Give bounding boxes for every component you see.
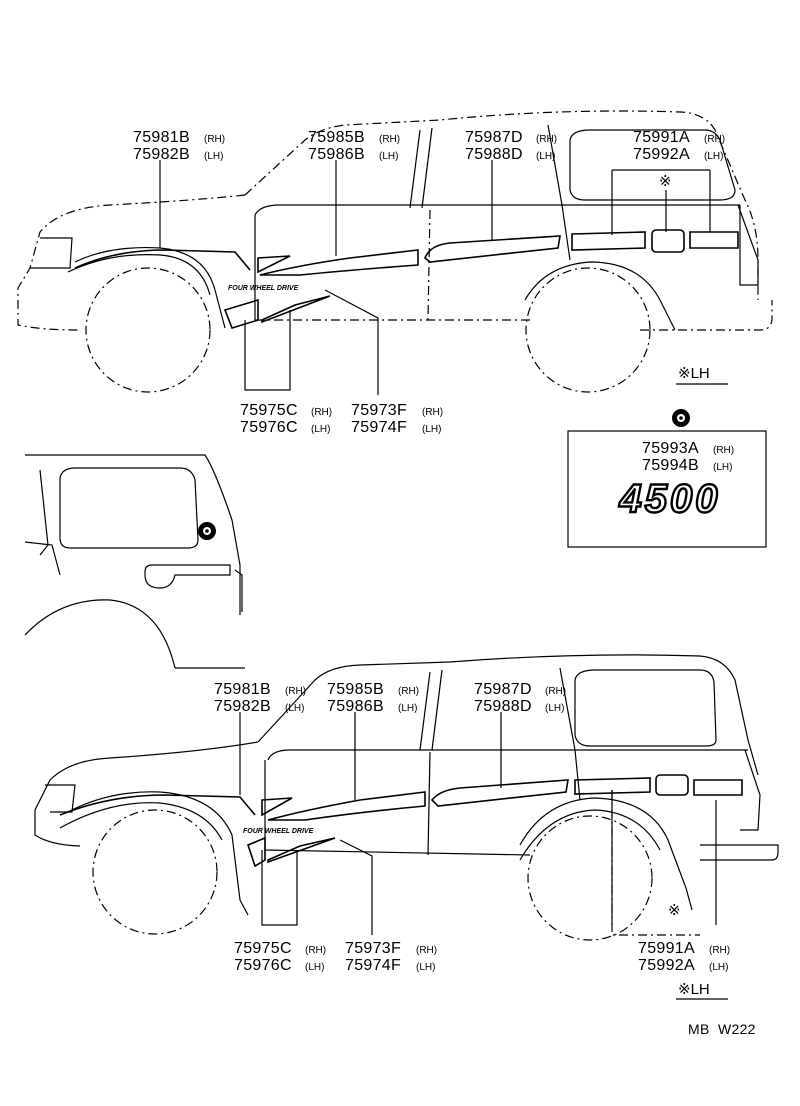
- callout-part-rh: 75973F: [345, 940, 401, 957]
- callout-part-lh: 75992A: [638, 957, 695, 974]
- emblem-box: [567, 430, 767, 548]
- callout-part-lh: 75982B: [214, 698, 271, 715]
- emblem-part-lh: 75994B: [642, 457, 699, 474]
- bottom-callouts: 75981B (RH) 75982B (LH) 75985B (RH) 7598…: [214, 681, 730, 974]
- callout-side-rh: (RH): [379, 134, 400, 145]
- callout-side-rh: (RH): [422, 407, 443, 418]
- callout-part-rh: 75975C: [240, 402, 298, 419]
- emblem-side-lh: (LH): [713, 462, 732, 473]
- rear-quarter-outline: [24, 454, 245, 669]
- top-stripes: [74, 229, 739, 329]
- callout-side-rh: (RH): [709, 945, 730, 956]
- callout-part-rh: 75991A: [633, 129, 690, 146]
- callout-part-rh: 75975C: [234, 940, 292, 957]
- emblem-part-rh: 75993A: [642, 440, 699, 457]
- callout-part-rh: 75981B: [133, 129, 190, 146]
- top-lh-marker-icon: ※: [659, 173, 672, 190]
- top-decal-text: FOUR WHEEL DRIVE: [228, 285, 299, 292]
- callout-part-rh: 75985B: [308, 129, 365, 146]
- emblem-4500-text: 4500: [619, 477, 721, 521]
- emblem-side-rh: (RH): [713, 445, 734, 456]
- top-leader-lines: [159, 160, 711, 395]
- callout-side-lh: (LH): [416, 962, 435, 973]
- callout-side-lh: (LH): [305, 962, 324, 973]
- callout-part-lh: 75976C: [240, 419, 298, 436]
- bottom-leader-lines: [239, 712, 717, 935]
- callout-part-lh: 75986B: [308, 146, 365, 163]
- callout-side-rh: (RH): [311, 407, 332, 418]
- callout-part-lh: 75988D: [465, 146, 523, 163]
- callout-side-lh: (LH): [536, 151, 555, 162]
- target-marker-icon: [672, 409, 690, 427]
- callout-side-rh: (RH): [204, 134, 225, 145]
- callout-side-lh: (LH): [398, 703, 417, 714]
- bottom-stripes: [59, 774, 743, 868]
- callout-part-lh: 75976C: [234, 957, 292, 974]
- callout-side-rh: (RH): [416, 945, 437, 956]
- callout-side-lh: (LH): [709, 962, 728, 973]
- callout-side-lh: (LH): [545, 703, 564, 714]
- callout-side-rh: (RH): [285, 686, 306, 697]
- bottom-lh-marker-icon: ※: [668, 902, 681, 919]
- callout-part-lh: 75974F: [345, 957, 401, 974]
- callout-side-lh: (LH): [379, 151, 398, 162]
- callout-part-rh: 75987D: [474, 681, 532, 698]
- callout-part-rh: 75991A: [638, 940, 695, 957]
- footer-code: MB W222: [688, 1021, 756, 1037]
- callout-part-rh: 75985B: [327, 681, 384, 698]
- callout-side-lh: (LH): [704, 151, 723, 162]
- callout-part-lh: 75982B: [133, 146, 190, 163]
- callout-part-lh: 75974F: [351, 419, 407, 436]
- top-lh-note: ※LH: [678, 365, 710, 382]
- callout-side-rh: (RH): [305, 945, 326, 956]
- callout-side-lh: (LH): [285, 703, 304, 714]
- bottom-decal-text: FOUR WHEEL DRIVE: [243, 828, 314, 835]
- bottom-lh-note: ※LH: [678, 981, 710, 998]
- callout-side-rh: (RH): [536, 134, 557, 145]
- callout-part-rh: 75981B: [214, 681, 271, 698]
- callout-side-rh: (RH): [398, 686, 419, 697]
- top-callouts: 75981B (RH) 75982B (LH) 75985B (RH) 7598…: [133, 129, 725, 436]
- callout-part-lh: 75988D: [474, 698, 532, 715]
- callout-side-lh: (LH): [204, 151, 223, 162]
- callout-part-rh: 75973F: [351, 402, 407, 419]
- callout-side-lh: (LH): [311, 424, 330, 435]
- callout-part-lh: 75986B: [327, 698, 384, 715]
- callout-side-rh: (RH): [704, 134, 725, 145]
- callout-part-rh: 75987D: [465, 129, 523, 146]
- callout-side-rh: (RH): [545, 686, 566, 697]
- callout-side-lh: (LH): [422, 424, 441, 435]
- bottom-vehicle-outline: [34, 654, 779, 941]
- target-marker-icon: [198, 522, 216, 540]
- callout-part-lh: 75992A: [633, 146, 690, 163]
